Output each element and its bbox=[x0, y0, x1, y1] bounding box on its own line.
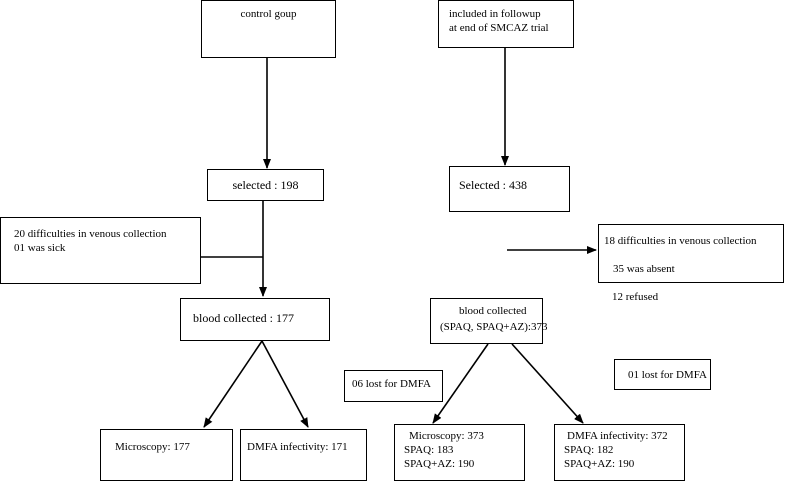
selected-right-label: Selected : 438 bbox=[459, 178, 527, 192]
selected-left-label: selected : 198 bbox=[232, 178, 299, 192]
arrow-blood-to-microscopy bbox=[203, 340, 263, 428]
exclusion-left-box: 20 difficulties in venous collection 01 … bbox=[0, 217, 201, 284]
blood-collected-right-box: blood collected (SPAQ, SPAQ+AZ):373 bbox=[430, 298, 547, 344]
exclusion-left-line-1: 20 difficulties in venous collection bbox=[14, 228, 167, 240]
blood-collected-left-label: blood collected : 177 bbox=[193, 311, 294, 325]
exclusion-right-box: 18 difficulties in venous collection 35 … bbox=[598, 224, 784, 283]
dmfa-right-line-1: DMFA infectivity: 372 bbox=[567, 430, 668, 442]
lost-right-box: 01 lost for DMFA bbox=[614, 359, 711, 390]
selected-left-box: selected : 198 bbox=[207, 169, 324, 201]
exclusion-right-line-1: 18 difficulties in venous collection bbox=[604, 235, 757, 247]
arrow-blood-to-dmfa-right bbox=[511, 343, 584, 424]
dmfa-right-line-3: SPAQ+AZ: 190 bbox=[564, 458, 635, 470]
dmfa-right-line-2: SPAQ: 182 bbox=[564, 444, 614, 456]
exclusion-right-line-2: 35 was absent bbox=[613, 263, 675, 275]
control-group-label: control goup bbox=[240, 8, 297, 20]
arrow-blood-to-dmfa bbox=[261, 340, 309, 428]
exclusion-left-line-2: 01 was sick bbox=[14, 242, 66, 254]
followup-line-2: at end of SMCAZ trial bbox=[449, 22, 549, 34]
arrow-blood-to-microscopy-right bbox=[432, 343, 489, 424]
lost-left-label: 06 lost for DMFA bbox=[352, 378, 431, 390]
dmfa-left-label: DMFA infectivity: 171 bbox=[247, 441, 348, 453]
dmfa-left-box: DMFA infectivity: 171 bbox=[240, 429, 367, 481]
microscopy-right-line-3: SPAQ+AZ: 190 bbox=[404, 458, 475, 470]
followup-line-1: included in followup bbox=[449, 8, 541, 20]
microscopy-left-box: Microscopy: 177 bbox=[100, 429, 233, 481]
microscopy-left-label: Microscopy: 177 bbox=[115, 441, 190, 453]
control-group-box: control goup bbox=[201, 0, 336, 58]
microscopy-right-line-1: Microscopy: 373 bbox=[409, 430, 484, 442]
dmfa-right-box: DMFA infectivity: 372 SPAQ: 182 SPAQ+AZ:… bbox=[554, 424, 685, 481]
selected-right-box: Selected : 438 bbox=[449, 166, 570, 212]
refused-label: 12 refused bbox=[612, 291, 659, 303]
blood-collected-left-box: blood collected : 177 bbox=[180, 298, 330, 341]
lost-right-label: 01 lost for DMFA bbox=[628, 369, 707, 381]
blood-collected-right-line-1: blood collected bbox=[459, 305, 527, 317]
followup-box: included in followup at end of SMCAZ tri… bbox=[438, 0, 574, 48]
microscopy-right-box: Microscopy: 373 SPAQ: 183 SPAQ+AZ: 190 bbox=[394, 424, 525, 481]
lost-left-box: 06 lost for DMFA bbox=[344, 370, 443, 402]
blood-collected-right-line-2: (SPAQ, SPAQ+AZ):373 bbox=[440, 321, 548, 333]
microscopy-right-line-2: SPAQ: 183 bbox=[404, 444, 454, 456]
